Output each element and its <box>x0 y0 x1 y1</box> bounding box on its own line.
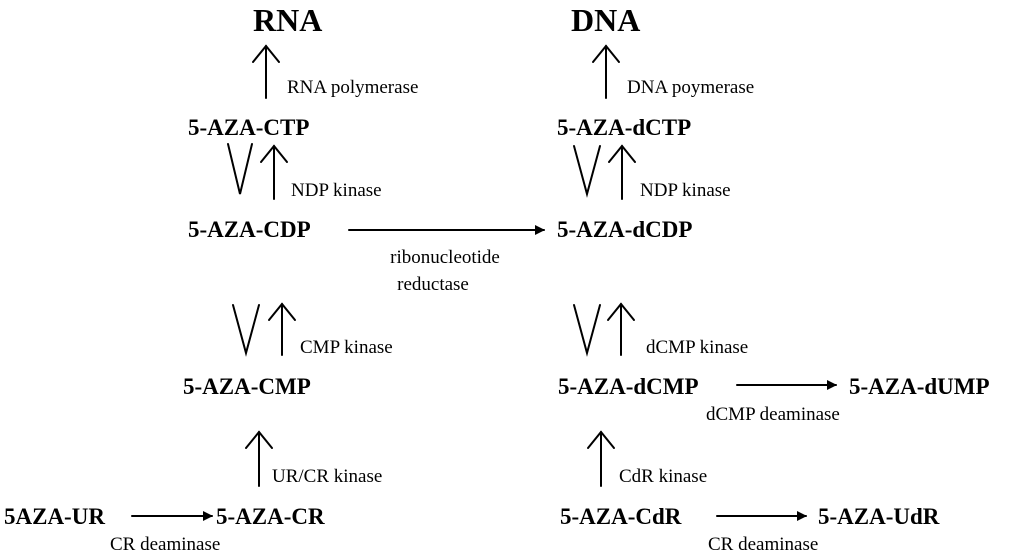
node-5-aza-udr: 5-AZA-UdR <box>818 504 940 529</box>
label-ndp-kinase-right: NDP kinase <box>640 180 731 201</box>
node-5-aza-cmp: 5-AZA-CMP <box>183 374 311 399</box>
label-cdr-kinase: CdR kinase <box>619 466 708 487</box>
arrow-dcdp-to-dcmp <box>573 304 601 357</box>
product-dna: DNA <box>571 2 641 38</box>
arrow-cr-to-cmp-head <box>245 430 273 449</box>
arrow-ctp-to-cdp <box>227 143 253 195</box>
node-5-aza-cdr: 5-AZA-CdR <box>560 504 682 529</box>
arrow-ctp-to-rna-head <box>252 44 280 63</box>
arrow-dctp-to-dcdp <box>573 145 601 198</box>
label-cr-deaminase-right: CR deaminase <box>708 534 819 555</box>
arrow-cdp-to-ctp-head <box>260 144 288 163</box>
arrow-cdr-to-dcmp-head <box>587 430 615 449</box>
product-rna: RNA <box>253 2 323 38</box>
label-reductase: reductase <box>397 274 469 295</box>
node-5-aza-ctp: 5-AZA-CTP <box>188 115 310 140</box>
node-5-aza-dcdp: 5-AZA-dCDP <box>557 217 693 242</box>
node-5-aza-cdp: 5-AZA-CDP <box>188 217 311 242</box>
node-5-aza-cr: 5-AZA-CR <box>216 504 325 529</box>
label-dcmp-deaminase: dCMP deaminase <box>706 404 840 425</box>
label-cmp-kinase: CMP kinase <box>300 337 393 358</box>
node-5-aza-dctp: 5-AZA-dCTP <box>557 115 692 140</box>
label-ur-cr-kinase: UR/CR kinase <box>272 466 383 487</box>
arrow-dcdp-to-dctp-head <box>608 144 636 163</box>
label-ndp-kinase-left: NDP kinase <box>291 180 382 201</box>
label-dna-polymerase: DNA poymerase <box>627 77 755 98</box>
arrow-dctp-to-dna-head <box>592 44 620 63</box>
label-dcmp-kinase: dCMP kinase <box>646 337 749 358</box>
label-rna-polymerase: RNA polymerase <box>287 77 419 98</box>
label-cr-deaminase-left: CR deaminase <box>110 534 221 555</box>
arrow-cmp-to-cdp-head <box>268 302 296 321</box>
arrow-dcmp-to-dcdp-head <box>607 302 635 321</box>
node-5-aza-dump: 5-AZA-dUMP <box>849 374 990 399</box>
arrow-cdp-to-cmp <box>232 304 260 357</box>
label-ribonucleotide: ribonucleotide <box>390 247 500 268</box>
node-5aza-ur: 5AZA-UR <box>4 504 105 529</box>
node-5-aza-dcmp: 5-AZA-dCMP <box>558 374 699 399</box>
